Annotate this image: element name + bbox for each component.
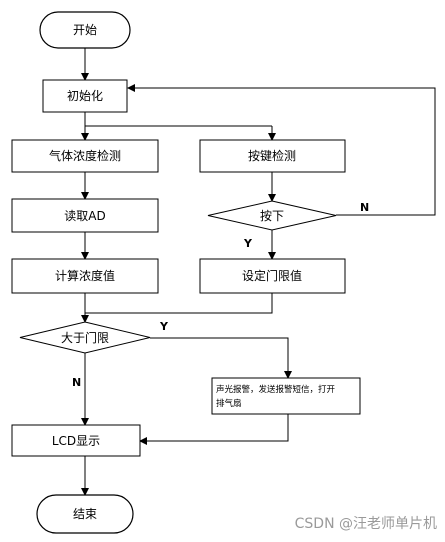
arrow-press-no-loop [127,84,436,216]
gas-detect-label: 气体浓度检测 [49,148,121,163]
start-label: 开始 [73,23,97,37]
lcd-process: LCD显示 [11,424,141,457]
alarm-label-line2: 排气扇 [216,398,242,409]
start-terminal: 开始 [39,11,131,49]
line-set-limit-join [85,293,273,314]
key-detect-label: 按键检测 [248,148,296,163]
limit-yes-label: Y [159,320,169,333]
press-yes-label: Y [243,237,253,250]
end-terminal: 结束 [36,494,134,534]
connectors [81,48,436,496]
over-limit-label: 大于门限 [61,330,109,345]
arrow-alarm-lcd [139,414,289,445]
gas-detect-process: 气体浓度检测 [11,139,159,173]
over-limit-decision: 大于门限 [19,321,151,354]
set-limit-process: 设定门限值 [199,258,346,294]
key-press-decision: 按下 [207,200,337,231]
alarm-label-line1: 声光报警，发送报警短信，打开 [216,384,336,395]
init-process: 初始化 [42,79,128,113]
read-ad-process: 读取AD [11,198,159,233]
set-limit-label: 设定门限值 [242,268,302,283]
arrow-limit-alarm [150,337,292,379]
calc-process: 计算浓度值 [11,258,159,294]
lcd-label: LCD显示 [52,434,100,448]
calc-label: 计算浓度值 [55,268,115,283]
init-label: 初始化 [67,89,103,103]
key-press-label: 按下 [260,209,284,223]
watermark-text: CSDN @汪老师单片机 [295,516,437,532]
read-ad-label: 读取AD [64,209,105,223]
limit-no-label: N [72,376,81,389]
key-detect-process: 按键检测 [199,139,346,173]
end-label: 结束 [73,507,97,521]
press-no-label: N [360,201,369,214]
alarm-process: 声光报警，发送报警短信，打开 排气扇 [211,377,361,415]
